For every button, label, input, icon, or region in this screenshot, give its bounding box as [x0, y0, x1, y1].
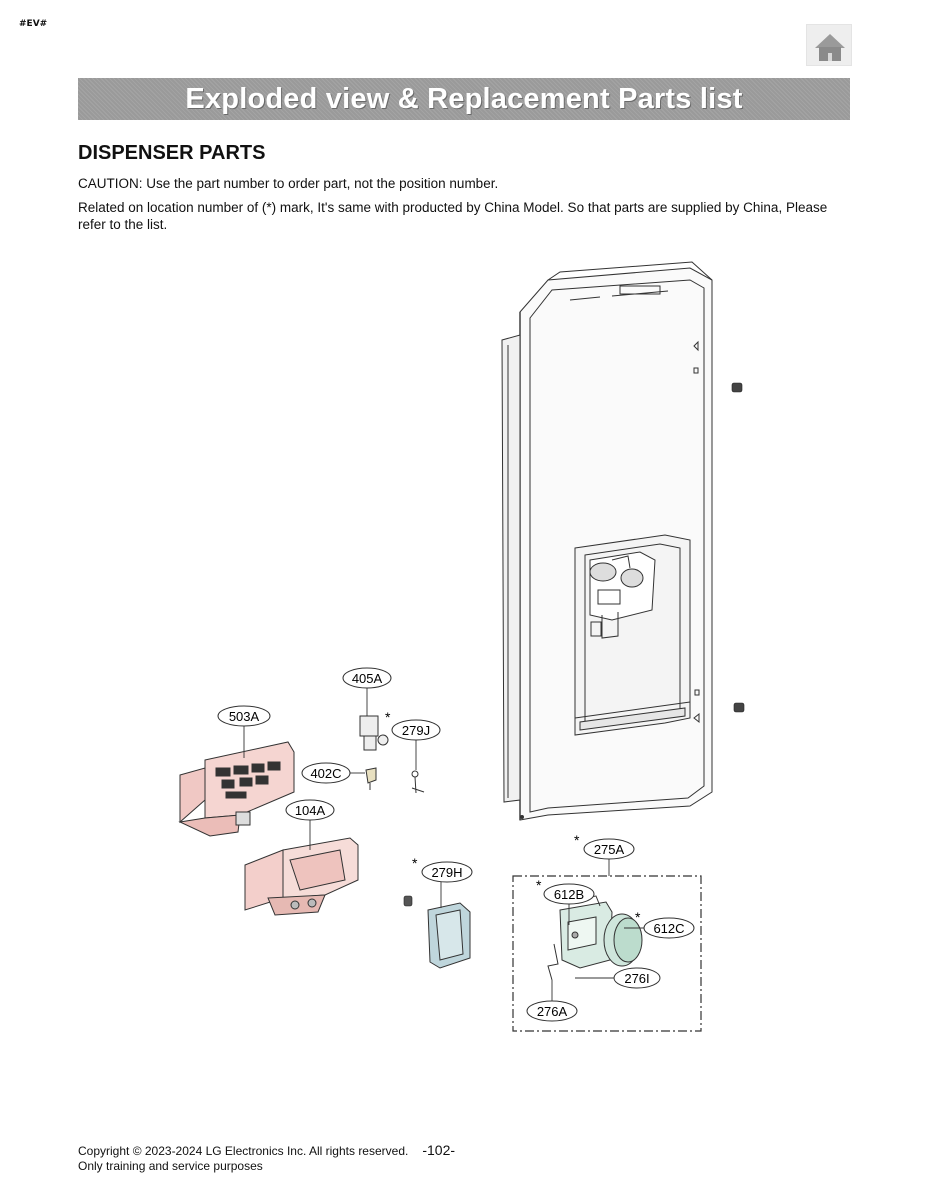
refrigerator-door	[501, 261, 713, 821]
dispenser-housing-104A	[244, 837, 359, 916]
asterisk-279H: *	[412, 855, 418, 871]
callout-612B[interactable]: 612B	[543, 883, 595, 905]
callout-104A[interactable]: 104A	[285, 799, 335, 821]
valve-405A	[359, 715, 389, 751]
callout-402C[interactable]: 402C	[301, 762, 351, 784]
svg-text:503A: 503A	[229, 709, 260, 724]
page-title: Exploded view & Replacement Parts list	[185, 82, 743, 115]
svg-text:402C: 402C	[310, 766, 341, 781]
purpose-text: Only training and service purposes	[78, 1159, 263, 1173]
svg-text:405A: 405A	[352, 671, 383, 686]
svg-text:276A: 276A	[537, 1004, 568, 1019]
asterisk-612C: *	[635, 909, 641, 925]
dispenser-cover-503A	[178, 741, 295, 837]
svg-text:104A: 104A	[295, 803, 326, 818]
callout-612C[interactable]: 612C	[643, 917, 695, 939]
callout-276A[interactable]: 276A	[526, 1000, 578, 1022]
svg-text:612C: 612C	[653, 921, 684, 936]
wire-279J	[411, 770, 425, 794]
svg-text:276I: 276I	[624, 971, 649, 986]
callout-279H[interactable]: 279H	[421, 861, 473, 883]
motor-assembly-275A	[512, 875, 702, 1032]
title-banner: Exploded view & Replacement Parts list	[78, 78, 850, 120]
leader-lines	[243, 688, 644, 1002]
asterisk-275A: *	[574, 832, 580, 848]
section-title: DISPENSER PARTS	[78, 142, 266, 164]
svg-text:279H: 279H	[431, 865, 462, 880]
callout-275A[interactable]: 275A	[583, 838, 635, 860]
switch-402C	[365, 767, 377, 790]
asterisk-405A: *	[385, 709, 391, 725]
callout-279J[interactable]: 279J	[391, 719, 441, 741]
callout-503A[interactable]: 503A	[217, 705, 271, 727]
copyright-line: Copyright © 2023-2024 LG Electronics Inc…	[78, 1142, 455, 1158]
svg-text:279J: 279J	[402, 723, 430, 738]
callout-405A[interactable]: 405A	[342, 667, 392, 689]
asterisk-612B: *	[536, 877, 542, 893]
copyright-text: Copyright © 2023-2024 LG Electronics Inc…	[78, 1144, 409, 1158]
caution-text: CAUTION: Use the part number to order pa…	[78, 176, 499, 191]
home-icon	[815, 34, 845, 61]
callout-276I[interactable]: 276I	[613, 967, 661, 989]
cover-279H	[427, 902, 471, 969]
exploded-view-diagram: 405A * 503A 279J 402C 104A 275A * 279H *…	[178, 261, 745, 1032]
screw-part	[403, 895, 413, 907]
door-screws	[731, 382, 745, 713]
document-tag: #EV#	[19, 19, 48, 29]
svg-text:275A: 275A	[594, 842, 625, 857]
page-number: -102-	[422, 1142, 456, 1158]
svg-text:612B: 612B	[554, 887, 584, 902]
china-model-note: Related on location number of (*) mark, …	[78, 200, 828, 232]
home-button[interactable]	[806, 24, 852, 66]
